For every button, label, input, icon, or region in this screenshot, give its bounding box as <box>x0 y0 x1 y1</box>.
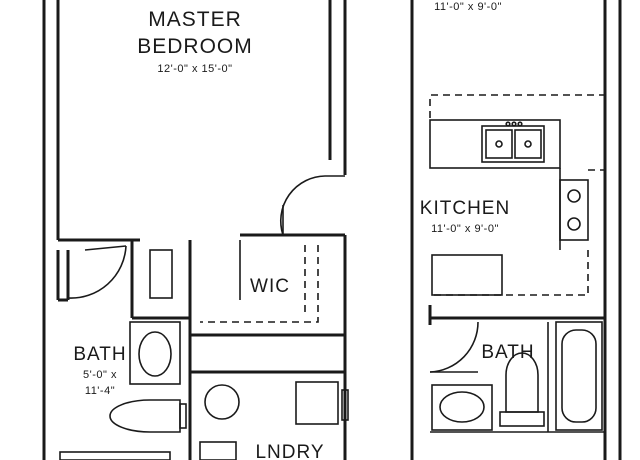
left-bath-walls <box>56 240 190 433</box>
wic-label: WIC <box>250 276 290 297</box>
right-unit-walls <box>410 0 622 460</box>
laundry-label: LNDRY <box>255 442 324 460</box>
left-bath-dimensions-line1: 5'-0" x <box>83 369 117 381</box>
master-bedroom-label-line2: BEDROOM <box>137 35 253 58</box>
kitchen-counters <box>429 94 605 296</box>
master-bedroom-label-line1: MASTER <box>148 8 242 31</box>
kitchen-dimensions: 11'-0" x 9'-0" <box>431 223 499 235</box>
master-bedroom-dimensions: 12'-0" x 15'-0" <box>157 63 232 75</box>
right-bath-fixtures <box>429 321 605 433</box>
right-bath-label: BATH <box>481 342 534 363</box>
kitchen-label: KITCHEN <box>420 198 510 219</box>
bedroom-door <box>279 175 345 236</box>
left-bath-label: BATH <box>73 344 126 365</box>
wic-walls <box>188 235 347 460</box>
laundry-walls <box>59 370 349 460</box>
master-bedroom-walls <box>42 0 347 460</box>
left-bath-dimensions-line2: 11'-4" <box>85 385 115 397</box>
top-room-dimensions: 11'-0" x 9'-0" <box>434 1 502 13</box>
